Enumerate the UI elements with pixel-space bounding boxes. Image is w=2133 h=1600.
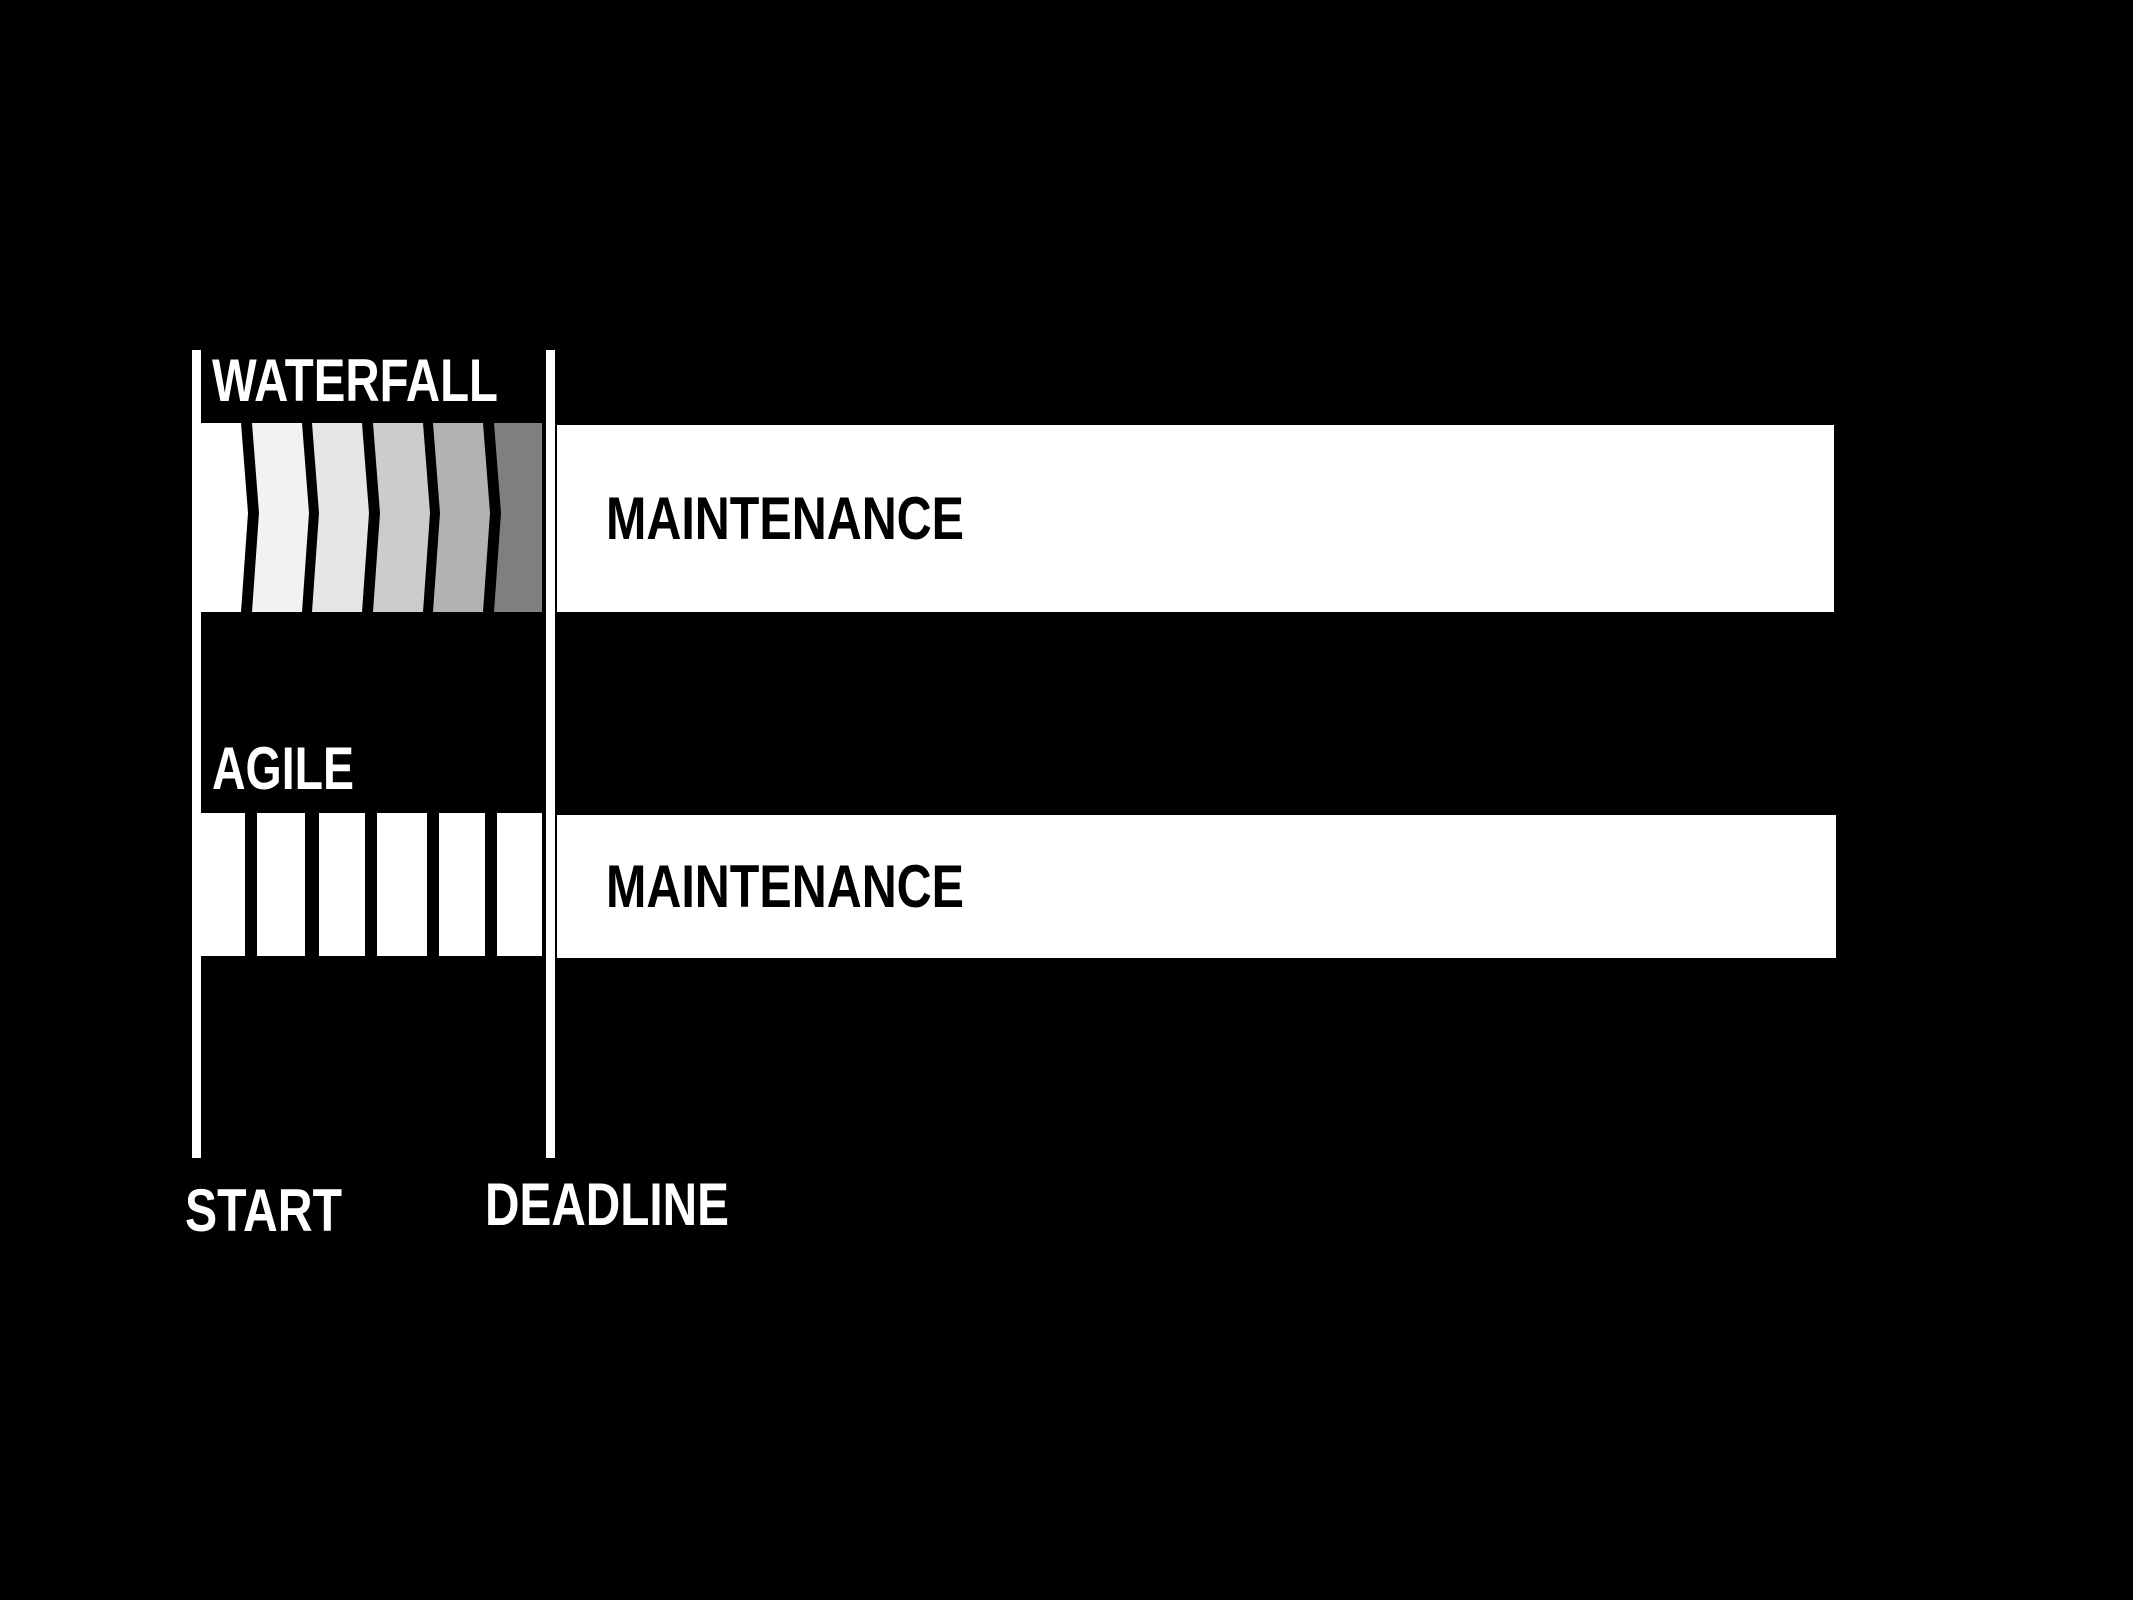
waterfall-phase-6	[494, 423, 542, 612]
agile-maintenance-label: MAINTENANCE	[606, 853, 964, 920]
waterfall-phase-1	[201, 423, 248, 612]
waterfall-phase-5	[433, 423, 490, 612]
waterfall-phase-3	[312, 423, 369, 612]
agile-maintenance-bar	[557, 815, 1836, 958]
waterfall-phase-4	[373, 423, 430, 612]
agile-row: AGILE MAINTENANCE	[201, 735, 1836, 958]
agile-block-4	[377, 813, 427, 956]
agile-block-6	[497, 813, 542, 956]
agile-block-1	[201, 813, 245, 956]
agile-block-3	[319, 813, 365, 956]
start-label: START	[185, 1177, 342, 1244]
agile-block-5	[439, 813, 485, 956]
agile-label: AGILE	[212, 735, 354, 802]
deadline-label: DEADLINE	[485, 1171, 729, 1238]
waterfall-label: WATERFALL	[212, 347, 498, 414]
waterfall-maintenance-bar	[557, 425, 1834, 612]
agile-block-2	[257, 813, 305, 956]
deadline-line	[546, 350, 555, 1158]
start-line	[192, 350, 201, 1158]
waterfall-phase-2	[252, 423, 309, 612]
waterfall-maintenance-label: MAINTENANCE	[606, 485, 964, 552]
waterfall-row: WATERFALL MAINTENANCE	[201, 347, 1834, 612]
